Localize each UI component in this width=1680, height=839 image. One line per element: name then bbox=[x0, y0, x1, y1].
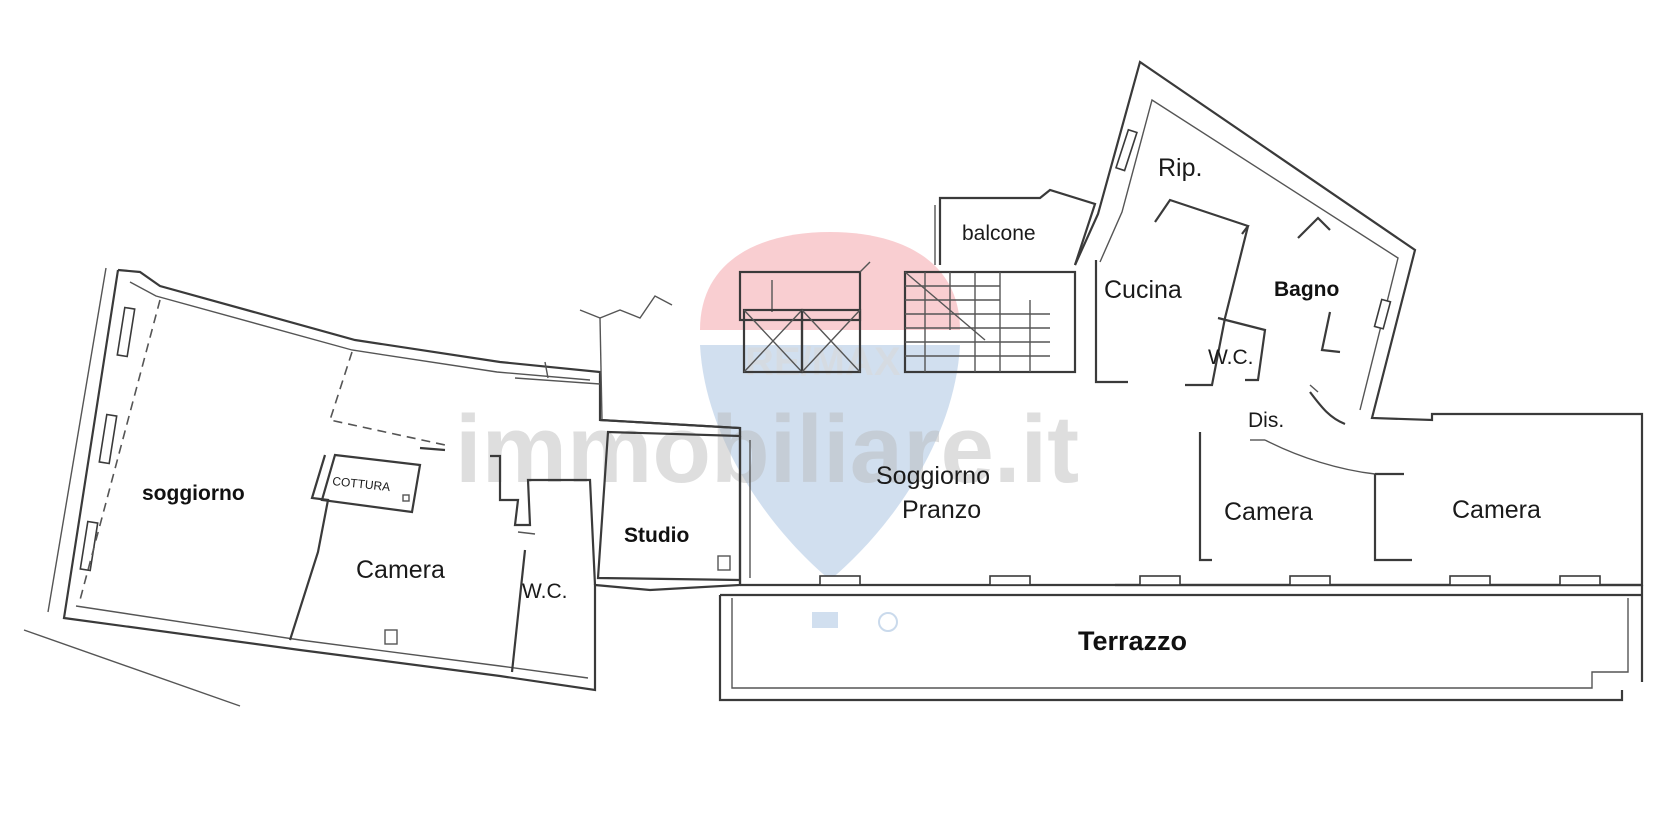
stairwell bbox=[903, 270, 1077, 374]
dashed-line bbox=[79, 299, 161, 601]
room-label-soggiorno-pranzo-line2: Pranzo bbox=[902, 496, 981, 524]
room-label-camera: Camera bbox=[356, 556, 445, 584]
window bbox=[1373, 298, 1392, 330]
stair-treads bbox=[904, 271, 1050, 372]
room-label-cucina: Cucina bbox=[1104, 276, 1182, 304]
lift-cross bbox=[743, 309, 803, 373]
room-label-studio: Studio bbox=[624, 524, 689, 547]
radiator bbox=[384, 629, 398, 645]
corridor-wall bbox=[579, 295, 673, 319]
partition-wall bbox=[419, 446, 446, 452]
corridor-wall bbox=[599, 317, 603, 421]
partition-wall bbox=[1198, 432, 1212, 562]
lift-shaft bbox=[800, 308, 862, 374]
room-label-wc: W.C. bbox=[522, 580, 568, 603]
door-mark bbox=[544, 361, 549, 379]
window bbox=[79, 520, 99, 572]
studio-fixture bbox=[717, 555, 731, 571]
partition-wall bbox=[1373, 474, 1412, 562]
studio-wall bbox=[596, 418, 742, 582]
right-unit-outer-wall bbox=[1073, 60, 1644, 587]
site-boundary-line bbox=[23, 629, 241, 707]
door-arc bbox=[1309, 391, 1346, 426]
stair-mark bbox=[859, 261, 871, 273]
room-label-bagno: Bagno bbox=[1274, 278, 1339, 301]
rip-wall bbox=[1154, 198, 1250, 235]
room-label-cottura: COTTURA bbox=[332, 474, 391, 494]
watermark: RE/MAX immobiliare.it bbox=[455, 232, 1079, 632]
terrazzo-inner bbox=[731, 598, 1629, 689]
room-label-soggiorno: soggiorno bbox=[142, 482, 245, 505]
lift-header bbox=[738, 270, 862, 322]
window bbox=[98, 413, 118, 465]
room-label-dis: Dis. bbox=[1248, 409, 1284, 432]
stair-core bbox=[738, 261, 1077, 374]
room-label-soggiorno-pranzo-line1: Soggiorno bbox=[876, 462, 990, 490]
cottura-fixture bbox=[402, 494, 410, 502]
terrazzo-outer bbox=[718, 595, 1624, 702]
door-arc bbox=[1264, 439, 1376, 475]
room-label-rip: Rip. bbox=[1158, 154, 1202, 182]
west-facade-line bbox=[47, 267, 107, 613]
room-label-camera-right: Camera bbox=[1452, 496, 1541, 524]
lift-cross bbox=[801, 309, 861, 373]
cucina-bagno-wall bbox=[1185, 225, 1250, 387]
cottura-box bbox=[320, 453, 422, 514]
wc-wall bbox=[490, 454, 597, 586]
right-unit bbox=[738, 60, 1644, 587]
balcone-wall bbox=[938, 188, 1097, 266]
terrazzo bbox=[718, 585, 1644, 702]
room-label-balcone: balcone bbox=[962, 222, 1036, 245]
bagno-wall bbox=[1297, 216, 1331, 239]
wc-wall bbox=[1217, 316, 1267, 382]
door-mark bbox=[517, 531, 536, 535]
corridor-wall bbox=[514, 377, 601, 385]
left-unit-inner-wall-bottom bbox=[75, 605, 589, 679]
dashed-line bbox=[328, 351, 446, 446]
bagno-wall bbox=[1320, 311, 1341, 354]
immobiliare-watermark-text: immobiliare.it bbox=[455, 396, 1079, 503]
remax-balloon-icon bbox=[700, 232, 960, 632]
room-label-camera-mid: Camera bbox=[1224, 498, 1313, 526]
remax-watermark-text: RE/MAX bbox=[745, 340, 901, 384]
window bbox=[1115, 128, 1138, 172]
room-label-terrazzo: Terrazzo bbox=[1078, 626, 1187, 656]
left-unit-inner-wall bbox=[129, 281, 591, 381]
partition-wall bbox=[288, 454, 330, 641]
wc-wall bbox=[510, 549, 527, 673]
window bbox=[116, 306, 136, 358]
door-mark bbox=[1309, 384, 1319, 393]
cucina-wall bbox=[1094, 260, 1128, 384]
room-label-wc-right: W.C. bbox=[1208, 346, 1254, 369]
facade-windows bbox=[819, 575, 1601, 586]
